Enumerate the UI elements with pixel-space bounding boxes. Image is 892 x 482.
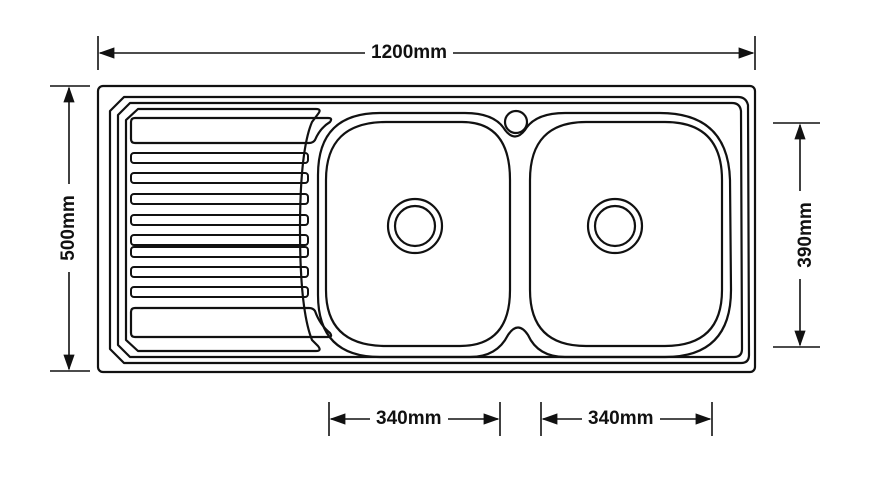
drainer-bottom-channel — [129, 306, 333, 339]
drainer-grooves — [130, 152, 309, 298]
sink-rim-inner — [116, 101, 744, 359]
left-drain-inner — [393, 204, 437, 248]
overall-width-label: 1200mm — [365, 42, 454, 64]
drainer-tray-outline — [124, 107, 321, 353]
left-bowl-width-label: 340mm — [370, 408, 448, 430]
bowl-depth-label: 390mm — [795, 191, 817, 279]
sink-rim-outer — [108, 95, 751, 365]
right-drain-outer — [586, 197, 644, 255]
tap-hole — [503, 109, 529, 135]
right-bowl-width-label: 340mm — [582, 408, 660, 430]
sink-outer-edge — [96, 84, 757, 374]
left-bowl — [324, 120, 512, 348]
bowls-outer-contour — [316, 111, 733, 359]
drainer-top-channel — [129, 116, 333, 145]
left-drain-outer — [386, 197, 444, 255]
right-drain-inner — [593, 204, 637, 248]
right-bowl — [528, 120, 724, 348]
overall-depth-label: 500mm — [58, 184, 80, 272]
